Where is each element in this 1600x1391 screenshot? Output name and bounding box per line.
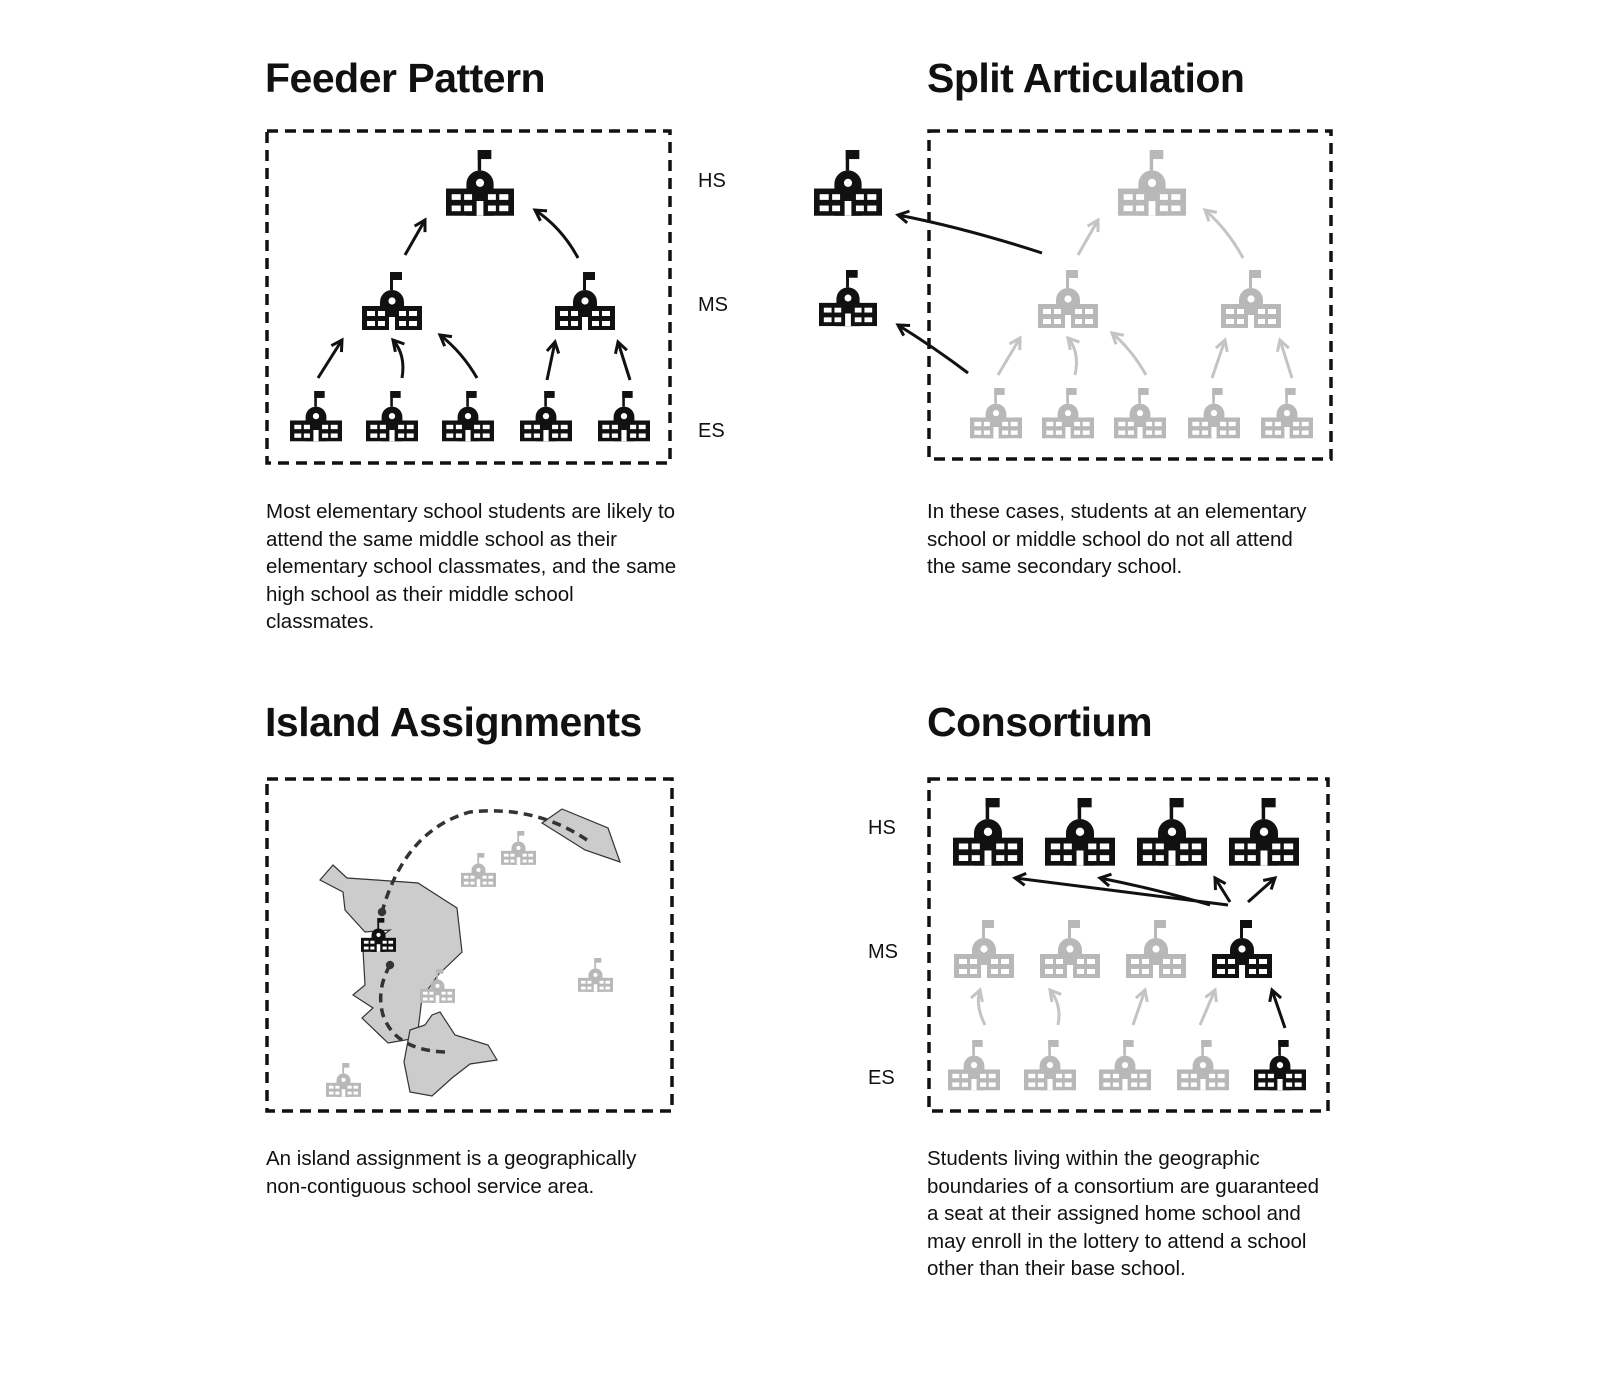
level-label-ms: MS [868,941,898,963]
consortium-arrow [1097,872,1211,907]
home-elementary-school-icon [1254,1040,1306,1091]
elementary-school-icon [442,391,494,442]
feeder-title: Feeder Pattern [265,55,546,101]
island-frame [265,777,674,1113]
high-school-icon [953,798,1023,866]
consortium-arrow-inactive [1198,987,1218,1026]
split-frame [927,129,1333,461]
island-description: An island assignment is a geographically… [266,1147,637,1198]
high-school-icon [1229,798,1299,866]
school-icon-inactive [578,958,613,992]
split-arrow-inactive [1066,335,1080,376]
elementary-school-icon [520,391,572,442]
elementary-school-icon-inactive [970,388,1022,439]
elementary-school-icon-inactive [1188,388,1240,439]
middle-school-icon-inactive [1126,920,1186,978]
home-middle-school-icon [1212,920,1272,978]
island-title: Island Assignments [265,699,642,745]
split-arrow-inactive [1076,217,1100,256]
middle-school-icon-inactive [954,920,1014,978]
elementary-school-icon-inactive [1024,1040,1076,1091]
feeder-frame [265,129,672,465]
consortium-arrow [1213,875,1232,903]
middle-school-icon-inactive [1221,270,1281,328]
school-icon-inactive [501,831,536,865]
high-school-icon [1137,798,1207,866]
middle-school-icon-inactive [1038,270,1098,328]
feeder-description: Most elementary school students are like… [266,500,677,633]
elementary-school-icon-inactive [1114,388,1166,439]
consortium-title: Consortium [927,699,1153,745]
high-school-icon-inactive [1118,150,1186,216]
consortium-arrow-inactive [1131,987,1149,1026]
consortium-arrow [1247,875,1278,904]
split-arrow [895,323,969,375]
feeder-arrow [391,337,405,379]
middle-school-icon-inactive [1040,920,1100,978]
split-arrow-inactive [1275,337,1294,379]
level-label-hs: HS [698,170,726,192]
consortium-arrow-inactive [1048,987,1062,1026]
feeder-arrow [403,217,427,256]
feeder-arrow [613,339,632,381]
school-icon-inactive [461,853,496,887]
split-arrow-inactive [1210,337,1229,379]
level-label-es: ES [698,420,725,442]
elementary-school-icon [598,391,650,442]
consortium-arrow-inactive [969,987,987,1026]
consortium-frame [927,777,1330,1113]
school-icon-inactive [326,1063,361,1097]
elementary-school-icon-inactive [1042,388,1094,439]
split-arrow-inactive [1202,208,1245,259]
middle-school-icon [362,272,422,330]
consortium-description: Students living within the geographic bo… [927,1147,1320,1280]
feeder-arrow [545,339,561,381]
outside-high-school-icon [814,150,882,216]
feeder-arrow [437,333,479,379]
level-label-ms: MS [698,294,728,316]
elementary-school-icon-inactive [1099,1040,1151,1091]
island-route [378,960,446,1054]
elementary-school-icon-inactive [1261,388,1313,439]
island-route [377,809,588,917]
island-service-area [403,1011,498,1097]
middle-school-icon [555,272,615,330]
high-school-icon [446,150,514,216]
high-school-icon [1045,798,1115,866]
split-arrow-inactive [996,335,1022,376]
split-arrow-inactive [1109,331,1148,376]
elementary-school-icon-inactive [948,1040,1000,1091]
feeder-arrow [316,337,344,379]
level-label-hs: HS [868,817,896,839]
level-label-es: ES [868,1067,895,1089]
elementary-school-icon [290,391,342,442]
split-description: In these cases, students at an elementar… [927,500,1307,578]
split-title: Split Articulation [927,55,1245,101]
outside-middle-school-icon [819,270,877,327]
elementary-school-icon-inactive [1177,1040,1229,1091]
consortium-arrow [1268,987,1287,1029]
feeder-arrow [532,208,580,259]
split-arrow [895,209,1043,255]
elementary-school-icon [366,391,418,442]
